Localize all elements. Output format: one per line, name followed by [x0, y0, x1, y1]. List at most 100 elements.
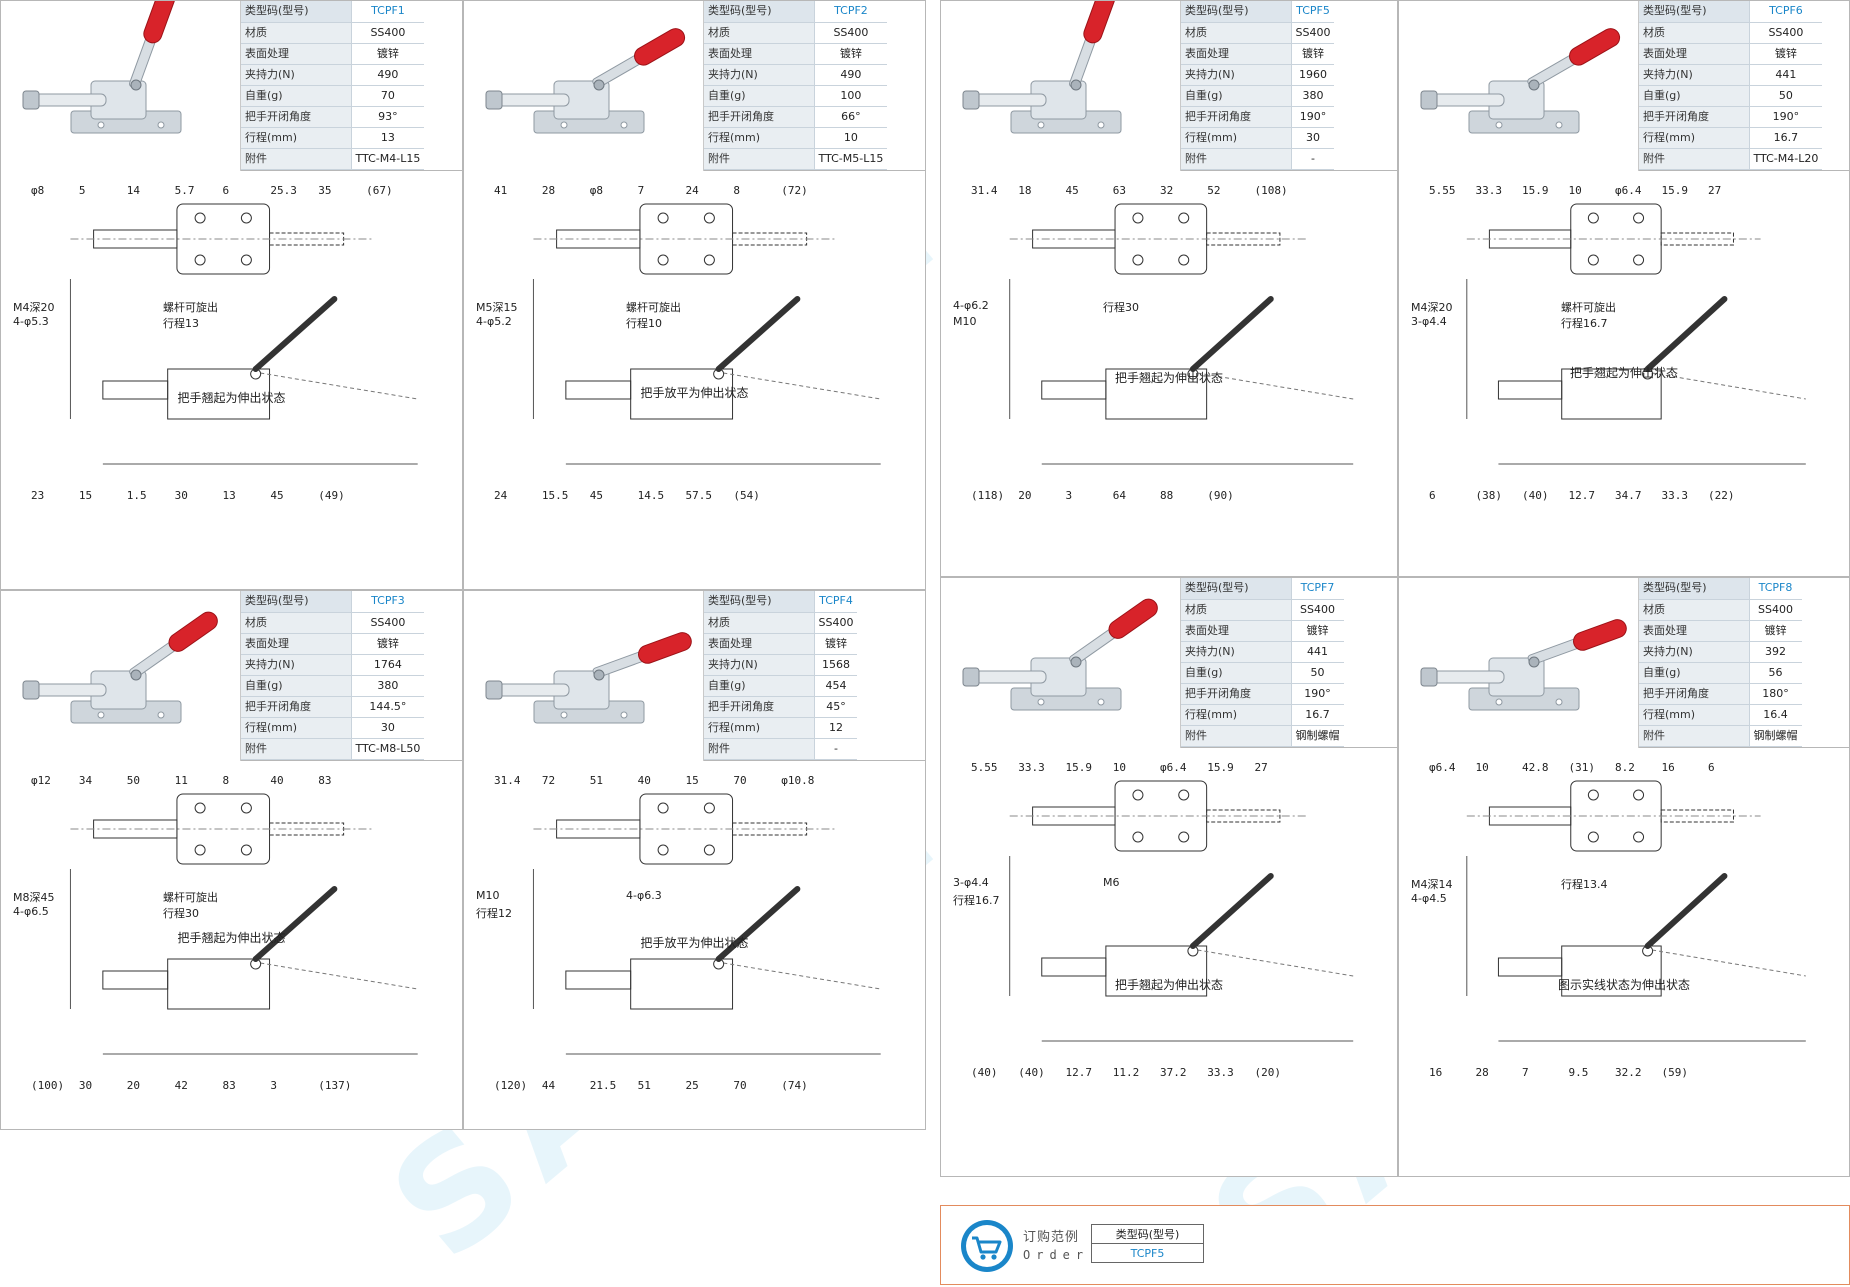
dimension-label: (31): [1568, 761, 1596, 774]
drawing-note: 3-φ4.4: [953, 876, 989, 889]
spec-label: 夹持力(N): [1181, 64, 1292, 86]
spec-value: 钢制螺帽: [1749, 725, 1802, 748]
drawing-note: 螺杆可旋出: [1561, 301, 1616, 314]
drawing-note: 4-φ4.5: [1411, 892, 1447, 905]
spec-value: TTC-M4-L20: [1749, 148, 1823, 171]
spec-value: 380: [1291, 85, 1335, 107]
spec-row: 表面处理镀锌: [1639, 43, 1823, 65]
clamp-photo-graphic: [22, 1, 182, 134]
spec-label: 行程(mm): [1639, 127, 1750, 150]
dimension-label: 70: [733, 774, 747, 787]
spec-value: 441: [1291, 641, 1344, 663]
top-view: [1466, 203, 1761, 275]
product-photo: [1399, 578, 1639, 748]
dimension-label: 27: [1254, 761, 1268, 774]
spec-row: 类型码(型号)TCPF2: [704, 1, 888, 23]
dimension-label: φ6.4: [1160, 761, 1187, 774]
spec-label: 材质: [704, 22, 815, 44]
spec-row: 行程(mm)30: [241, 717, 425, 740]
spec-value: 380: [351, 675, 425, 697]
drawing-caption: 把手放平为伸出状态: [640, 936, 749, 950]
spec-label: 行程(mm): [704, 717, 815, 740]
dimension-label: 32.2: [1615, 1066, 1642, 1079]
spec-row: 夹持力(N)1960: [1181, 64, 1335, 86]
spec-row: 类型码(型号)TCPF4: [704, 591, 858, 613]
dimension-label: 15.9: [1207, 761, 1234, 774]
spec-value: 190°: [1291, 683, 1344, 706]
dimension-label: (38): [1475, 489, 1503, 502]
spec-label: 自重(g): [704, 85, 815, 107]
spec-value: 12: [814, 717, 858, 740]
drawing-note: M4深14: [1411, 878, 1453, 891]
spec-value: 490: [351, 64, 425, 86]
spec-label: 材质: [1181, 599, 1292, 621]
spec-label: 自重(g): [1181, 662, 1292, 684]
spec-value: SS400: [351, 22, 425, 44]
product-photo: [1, 591, 241, 761]
dimension-label: 6: [1429, 489, 1436, 502]
drawing-note: 3-φ4.4: [1411, 315, 1447, 328]
top-view: [70, 793, 372, 865]
spec-row: 夹持力(N)490: [704, 64, 888, 86]
drawing-note: M5深15: [476, 301, 518, 314]
drawing-caption: 图示实线状态为伸出状态: [1557, 978, 1690, 992]
clamp-photo-graphic: [485, 632, 692, 724]
drawing-note: 行程13: [163, 317, 199, 330]
dimension-label: 33.3: [1661, 489, 1689, 502]
dimension-label: 30: [174, 489, 188, 502]
spec-value: SS400: [1291, 599, 1344, 621]
spec-label: 把手开闭角度: [241, 696, 352, 719]
dimension-label: 11: [174, 774, 188, 787]
drawing-note: 行程30: [163, 907, 199, 920]
dimension-label: φ6.4: [1429, 761, 1456, 774]
dimension-label: 8: [733, 184, 740, 197]
dimension-label: 83: [222, 1079, 236, 1092]
spec-value: SS400: [1749, 22, 1823, 44]
spec-row: 附件钢制螺帽: [1181, 725, 1344, 748]
dimension-label: 16: [1661, 761, 1675, 774]
dimension-label: (20): [1254, 1066, 1282, 1079]
spec-label: 自重(g): [1639, 662, 1750, 684]
spec-row: 自重(g)70: [241, 85, 425, 107]
spec-label: 把手开闭角度: [1639, 106, 1750, 129]
dimension-label: 6: [1708, 761, 1715, 774]
drawing-note: 行程10: [626, 317, 662, 330]
side-view: [69, 279, 418, 465]
spec-label: 夹持力(N): [241, 654, 352, 676]
spec-value: 13: [351, 127, 425, 150]
spec-value: TCPF1: [351, 1, 425, 23]
spec-row: 表面处理镀锌: [1181, 43, 1335, 65]
spec-label: 类型码(型号): [1181, 578, 1292, 600]
drawing-note: 螺杆可旋出: [626, 301, 681, 314]
dimension-label: 63: [1112, 184, 1126, 197]
dimension-label: φ10.8: [781, 774, 815, 787]
spec-row: 自重(g)380: [1181, 85, 1335, 107]
dimension-label: 20: [126, 1079, 140, 1092]
product-photo: [1399, 1, 1639, 171]
spec-row: 类型码(型号)TCPF1: [241, 1, 425, 23]
dimension-label: 3: [270, 1079, 277, 1092]
spec-value: 镀锌: [1291, 43, 1335, 65]
spec-row: 自重(g)100: [704, 85, 888, 107]
top-view: [70, 203, 372, 275]
spec-label: 夹持力(N): [1639, 64, 1750, 86]
spec-label: 表面处理: [1639, 43, 1750, 65]
spec-label: 夹持力(N): [1181, 641, 1292, 663]
spec-label: 材质: [1181, 22, 1292, 44]
dimension-label: 20: [1018, 489, 1032, 502]
dimension-label: φ8: [589, 184, 603, 197]
dimension-label: 12.7: [1065, 1066, 1093, 1079]
spec-label: 表面处理: [241, 43, 352, 65]
